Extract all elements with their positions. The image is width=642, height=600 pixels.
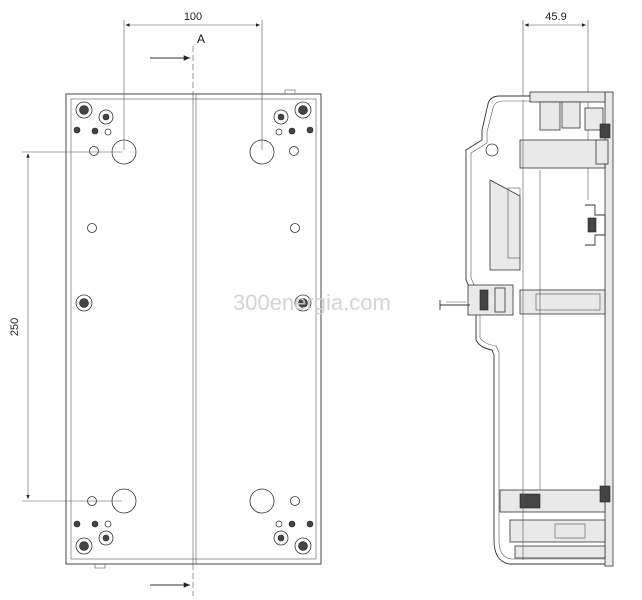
front-view [65,89,322,569]
dim-height-label: 250 [9,318,21,336]
watermark-logo: 300energia.com [233,290,391,315]
dim-width-label: 100 [184,11,202,23]
enclosure-inner-outline [70,98,317,560]
screw-cluster-top-right [273,101,314,136]
top-tab [284,89,296,95]
dim-depth-label: 45.9 [545,11,566,23]
enclosure-outline [65,93,322,565]
bottom-hinge-assembly [499,485,611,559]
section-label: A [197,32,205,46]
din-clip [489,179,606,271]
middle-latch [439,284,606,316]
enclosure-body-profile-inner [470,100,605,560]
side-section-view: 45.9 [439,11,614,567]
dimension-top-width: 100 [123,11,263,150]
dimension-left-height: 250 [9,151,122,502]
back-plate [604,91,614,567]
mounting-hole-lower-right [249,488,275,514]
screw-cluster-bottom-left [73,520,114,555]
enclosure-body-profile [465,95,605,565]
screw-cluster-bottom-right [273,520,314,555]
section-line-a: A [150,32,205,596]
top-hinge-assembly [485,91,611,169]
bottom-tab [94,563,106,569]
screw-cluster-top-left [73,101,114,136]
